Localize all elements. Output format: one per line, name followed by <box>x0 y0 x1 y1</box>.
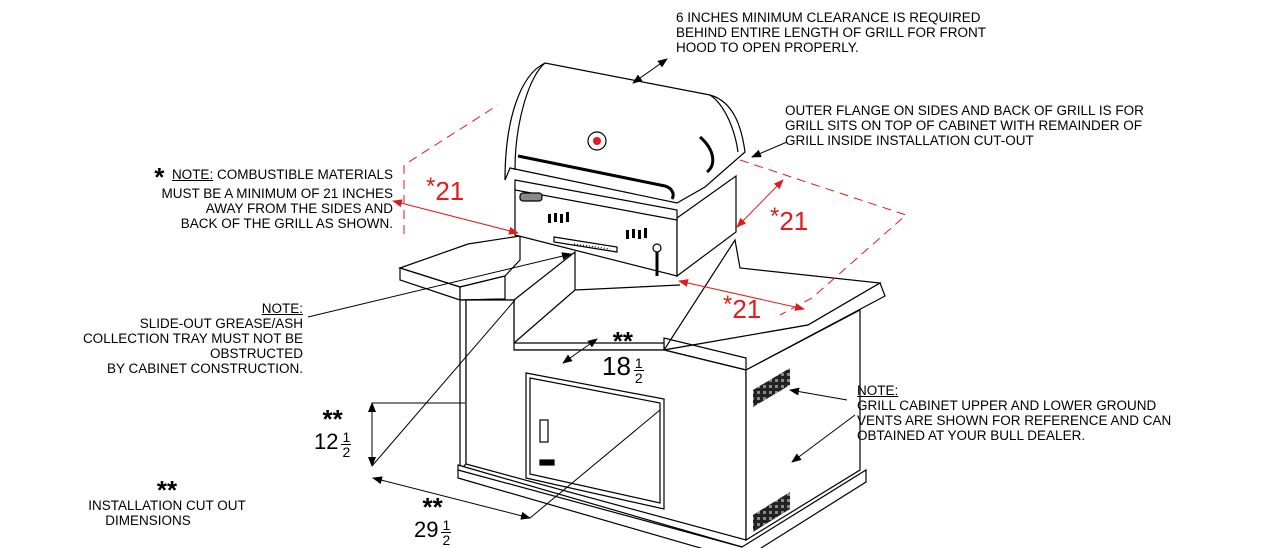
cutout-width-den: 2 <box>442 532 451 548</box>
cutout-depth-num: 1 <box>633 355 644 372</box>
cutout-legend: ** INSTALLATION CUT OUT DIMENSIONS <box>62 475 272 528</box>
combustible-star: * <box>154 162 165 192</box>
cutout-depth-whole: 18 <box>602 351 631 381</box>
dimension-lines <box>307 58 856 520</box>
legend-stars: ** <box>156 475 178 505</box>
tray-note: NOTE: SLIDE-OUT GREASE/ASH COLLECTION TR… <box>10 301 303 376</box>
tray-label: NOTE: <box>261 301 303 316</box>
clearance-line-1: 6 INCHES MINIMUM CLEARANCE IS REQUIRED <box>676 10 981 25</box>
lower-vent <box>753 492 790 532</box>
clearance-dim-right-star: * <box>770 203 780 230</box>
clearance-dim-left: *21 <box>426 173 465 207</box>
clearance-dim-front-value: 21 <box>732 294 762 324</box>
clearance-dim-left-value: 21 <box>435 176 465 206</box>
cutout-height-num: 1 <box>341 429 352 446</box>
tray-line-2: COLLECTION TRAY MUST NOT BE <box>82 331 303 346</box>
cutout-depth-stars: ** <box>612 326 633 356</box>
cutout-height-stars: ** <box>322 404 343 434</box>
cutout-width-whole: 29 <box>414 517 439 542</box>
clearance-dim-front-star: * <box>723 291 733 318</box>
clearance-zone <box>392 104 907 316</box>
clearance-line-2: BEHIND ENTIRE LENGTH OF GRILL FOR FRONT <box>676 25 987 40</box>
grill <box>504 62 746 278</box>
tray-line-1: SLIDE-OUT GREASE/ASH <box>139 316 303 331</box>
combustible-line-1: COMBUSTIBLE MATERIALS <box>213 167 393 182</box>
cutout-height-whole: 12 <box>314 429 339 454</box>
flange-line-2: GRILL SITS ON TOP OF CABINET WITH REMAIN… <box>785 118 1143 133</box>
combustible-label: NOTE: <box>171 167 214 182</box>
tray-line-3: OBSTRUCTED <box>209 346 303 361</box>
combustible-line-3: AWAY FROM THE SIDES AND <box>205 201 393 216</box>
clearance-line-3: HOOD TO OPEN PROPERLY. <box>676 40 859 55</box>
vents-line-3: OBTAINED AT YOUR BULL DEALER. <box>857 428 1086 443</box>
vents-line-2: VENTS ARE SHOWN FOR REFERENCE AND CAN <box>857 413 1172 428</box>
combustible-note: * NOTE: COMBUSTIBLE MATERIALS MUST BE A … <box>60 164 393 231</box>
cutout-height-den: 2 <box>342 444 351 461</box>
upper-vent <box>753 368 790 407</box>
combustible-line-4: BACK OF THE GRILL AS SHOWN. <box>180 216 393 231</box>
cutout-width-num: 1 <box>441 517 452 534</box>
vents-line-1: GRILL CABINET UPPER AND LOWER GROUND <box>857 398 1157 413</box>
flange-line-3: GRILL INSIDE INSTALLATION CUT-OUT <box>785 133 1034 148</box>
vents-label: NOTE: <box>857 383 899 398</box>
clearance-dim-front: *21 <box>723 291 762 325</box>
cabinet-body <box>398 235 886 548</box>
vents-note: NOTE: GRILL CABINET UPPER AND LOWER GROU… <box>857 383 1171 443</box>
clearance-dim-left-star: * <box>426 173 436 200</box>
clearance-dim-right-value: 21 <box>779 206 809 236</box>
cutout-depth-den: 2 <box>634 370 643 387</box>
flange-note: OUTER FLANGE ON SIDES AND BACK OF GRILL … <box>785 103 1144 148</box>
cutout-width-stars: ** <box>422 492 443 522</box>
legend-line-2: DIMENSIONS <box>105 513 191 528</box>
flange-line-1: OUTER FLANGE ON SIDES AND BACK OF GRILL … <box>785 103 1144 118</box>
combustible-line-2: MUST BE A MINIMUM OF 21 INCHES <box>161 186 393 201</box>
clearance-note: 6 INCHES MINIMUM CLEARANCE IS REQUIRED B… <box>676 10 986 55</box>
legend-line-1: INSTALLATION CUT OUT <box>88 498 246 513</box>
clearance-dim-right: *21 <box>770 203 809 237</box>
tray-line-4: BY CABINET CONSTRUCTION. <box>106 361 303 376</box>
